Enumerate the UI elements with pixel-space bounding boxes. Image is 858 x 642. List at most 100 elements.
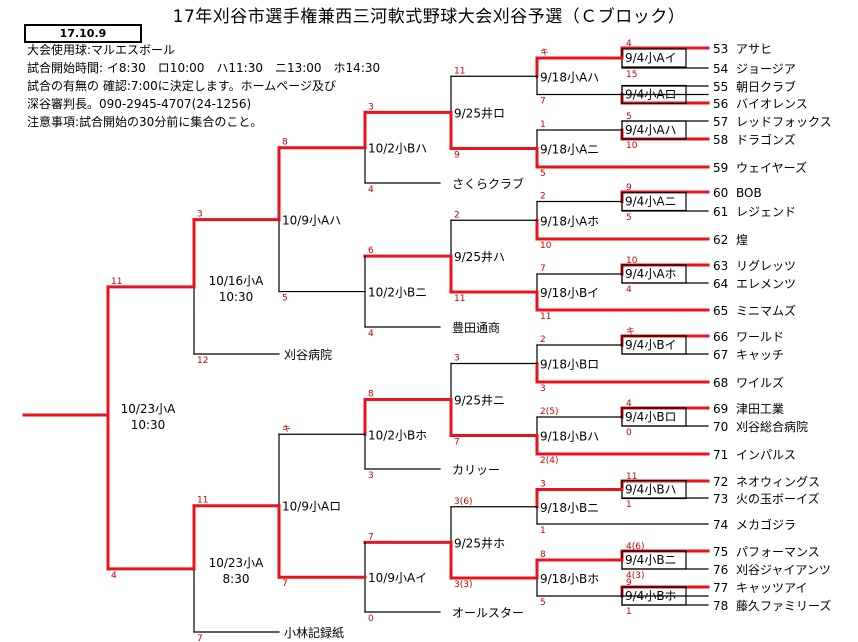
score: キ [540, 48, 549, 58]
score: 4 [626, 39, 632, 49]
team-number: 63 [713, 259, 728, 273]
match-label: 9/18小Aハ [540, 70, 599, 84]
match-label: 9/18小Bイ [540, 286, 599, 300]
team-number: 74 [713, 518, 728, 532]
team-name: キャッチ [736, 348, 784, 362]
score: 5 [626, 213, 632, 223]
score: 3 [540, 384, 546, 394]
match-label: 9/18小Aニ [540, 143, 599, 157]
score: 7 [540, 264, 546, 274]
score: 1 [626, 500, 632, 510]
team-number: 70 [713, 420, 728, 434]
match-label: 10/2小Bハ [368, 142, 427, 156]
team-number: 60 [713, 186, 728, 200]
score: 5 [540, 598, 546, 608]
match-label: 9/25井ロ [454, 106, 505, 120]
team-number: 73 [713, 492, 728, 506]
team-name: レッドフォックス [736, 115, 832, 129]
score: 5 [540, 169, 546, 179]
score: 4 [368, 185, 374, 195]
score: 7 [282, 579, 288, 589]
match-label: 9/18小Bホ [540, 572, 599, 586]
score: 1 [626, 607, 632, 617]
team-number: 62 [713, 233, 728, 247]
team-number: 61 [713, 205, 728, 219]
score: 4 [626, 399, 632, 409]
team-number: 66 [713, 330, 728, 344]
match-label: 9/18小Aホ [540, 214, 599, 228]
team-number: 54 [713, 62, 728, 76]
score: 3 [368, 471, 374, 481]
seed-team-name: カリッー [452, 463, 500, 477]
team-name: レジェンド [736, 205, 796, 219]
score: 7 [540, 97, 546, 107]
team-name: 火の玉ボーイズ [736, 491, 820, 506]
score: 1 [540, 120, 546, 130]
score: 4(3) [626, 571, 644, 581]
match-time: 8:30 [223, 572, 250, 586]
score: 0 [626, 428, 632, 438]
score: 4 [626, 285, 632, 295]
match-label: 10/23小A [209, 556, 265, 570]
team-number: 77 [713, 581, 728, 595]
team-number: 65 [713, 304, 728, 318]
score: 2 [454, 210, 460, 220]
score: 3 [368, 102, 374, 112]
score: 7 [454, 438, 460, 448]
team-name: パフォーマンス [736, 545, 820, 559]
match-label: 9/4小Bニ [625, 553, 677, 567]
team-number: 53 [713, 42, 728, 56]
score: 9 [626, 578, 632, 588]
score: 2(4) [540, 456, 558, 466]
final-match-time: 10:30 [131, 418, 166, 432]
score: 4 [111, 571, 117, 581]
team-number: 67 [713, 348, 728, 362]
match-label: 9/25井ニ [454, 394, 505, 408]
match-label: 9/4小Bロ [625, 410, 677, 424]
team-number: 57 [713, 115, 728, 129]
seed-team-name: 豊田通商 [452, 320, 500, 335]
match-label: 10/9小Aハ [282, 214, 341, 228]
team-name: ワールド [736, 330, 784, 344]
score: 6 [368, 246, 374, 256]
info-contact: 深谷審判長。090-2945-4707(24-1256) [27, 97, 252, 111]
seed-team-name: 刈谷病院 [284, 347, 332, 362]
team-name: メカゴジラ [736, 517, 796, 532]
score: 15 [626, 70, 637, 80]
team-number: 64 [713, 277, 728, 291]
score: 11 [111, 277, 122, 287]
score: 5 [626, 112, 632, 122]
team-name: ネオウィングス [736, 475, 820, 489]
match-label: 9/18小Bハ [540, 430, 599, 444]
score: キ [282, 424, 291, 434]
score: 7 [368, 532, 374, 542]
match-time: 10:30 [219, 290, 254, 304]
score: 10 [626, 256, 638, 266]
team-name: バイオレンス [736, 97, 808, 111]
team-name: アサヒ [736, 42, 772, 56]
team-number: 56 [713, 97, 728, 111]
team-name: 津田工業 [736, 402, 784, 416]
team-number: 55 [713, 80, 728, 94]
score: 11 [540, 312, 551, 322]
score: 10 [540, 241, 552, 251]
seed-team-name: オールスター [452, 606, 524, 620]
match-label: 10/16小A [209, 274, 265, 288]
match-label: 9/4小Aハ [625, 123, 677, 137]
score: 11 [626, 472, 637, 482]
team-name: 藤久ファミリーズ [736, 598, 831, 613]
info-start-times: 試合開始時間: イ8:30 ロ10:00 ハ11:30 ニ13:00 ホ14:3… [27, 61, 381, 75]
team-name: 刈谷ジャイアンツ [736, 563, 831, 577]
match-label: 10/9小Aロ [282, 500, 341, 514]
team-name: BOB [736, 186, 762, 200]
team-number: 71 [713, 448, 728, 462]
score: 12 [197, 356, 208, 366]
score: 3 [454, 354, 460, 364]
team-name: キャッツアイ [736, 581, 807, 595]
match-label: 9/25井ハ [454, 250, 505, 264]
score: 8 [368, 390, 374, 400]
seed-team-name: 小林記録紙 [284, 625, 344, 640]
match-label: 10/2小Bホ [368, 428, 427, 442]
